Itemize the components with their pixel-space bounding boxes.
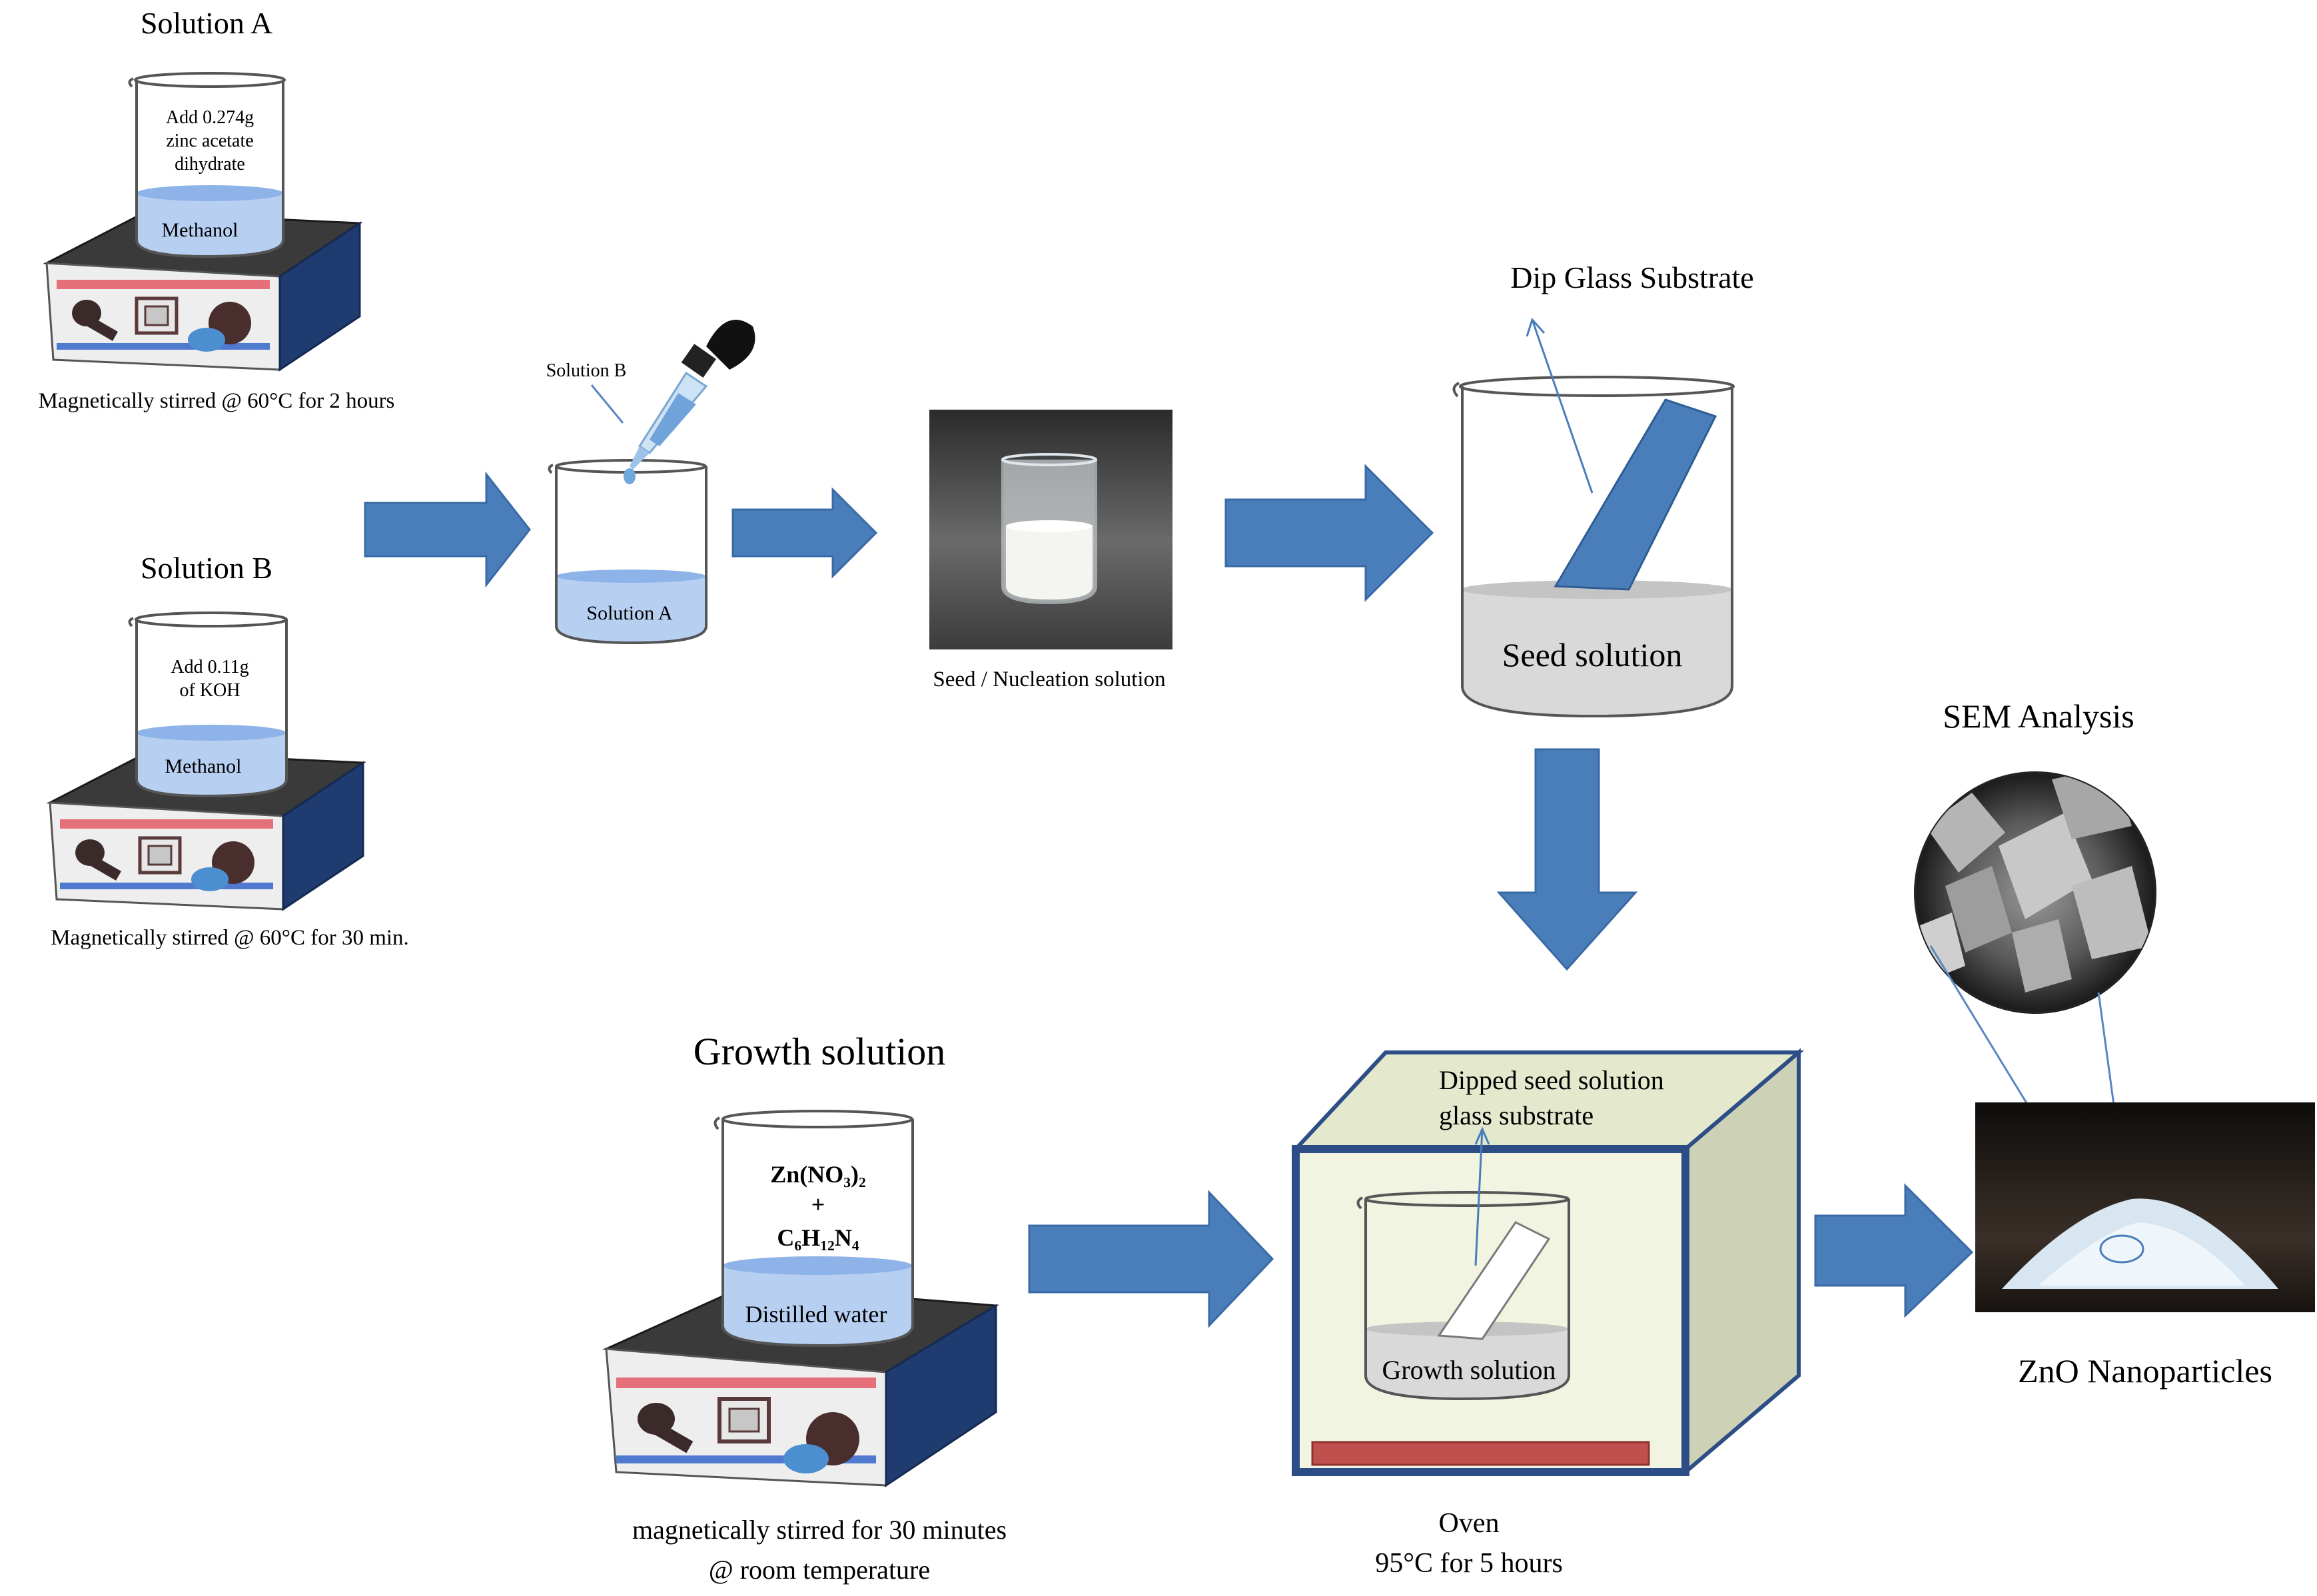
glass-substrate	[1554, 398, 1717, 591]
solution-a-title: Solution A	[141, 6, 272, 40]
sem-title: SEM Analysis	[1943, 697, 2134, 735]
arrow-to-oven	[1028, 1190, 1274, 1328]
dropper-callout-line	[590, 384, 624, 424]
growth-group: Growth solution Zn(NO₃)₂ + C₆H₁₂N₄ Disti…	[602, 1030, 1007, 1585]
product-caption: ZnO Nanoparticles	[2018, 1352, 2272, 1390]
growth-caption-2: @ room temperature	[709, 1555, 930, 1585]
oven-heater	[1311, 1441, 1650, 1466]
oven-caption-1: Oven	[1439, 1508, 1500, 1539]
mixing-liquid-label: Solution A	[586, 602, 673, 624]
oven-liquid-label: Growth solution	[1382, 1355, 1556, 1385]
growth-title: Growth solution	[694, 1030, 946, 1073]
mixing-group: Solution A Solution B	[546, 320, 755, 645]
growth-formula-2: C₆H₁₂N₄	[777, 1224, 859, 1251]
beaker-a	[128, 72, 286, 258]
beaker-b	[128, 611, 288, 798]
dip-liquid-label: Seed solution	[1502, 636, 1683, 673]
growth-caption-1: magnetically stirred for 30 minutes	[632, 1515, 1007, 1545]
stirrer-a	[43, 212, 363, 372]
dip-group: Dip Glass Substrate Seed solution	[1452, 260, 1754, 718]
sem-group: SEM Analysis ZnO Nanoparticles	[1914, 697, 2315, 1390]
solution-b-group: Solution B Add 0.11g of KOH Methanol Mag…	[46, 551, 409, 950]
solution-a-liquid-label: Methanol	[162, 219, 238, 241]
mixing-beaker	[548, 459, 707, 645]
oven-caption-2: 95°C for 5 hours	[1375, 1548, 1563, 1579]
solution-b-title: Solution B	[141, 551, 272, 585]
oven-callout-1: Dipped seed solution	[1439, 1065, 1664, 1095]
dropper-icon	[624, 320, 755, 484]
oven-body	[1292, 1145, 1689, 1476]
solution-b-beaker-line-1: Add 0.11g	[171, 657, 248, 677]
dip-title: Dip Glass Substrate	[1510, 260, 1753, 294]
oven-group: Dipped seed solution glass substrate Gro…	[1291, 1048, 1805, 1579]
growth-beaker	[713, 1110, 914, 1348]
oven-glass-substrate	[1437, 1221, 1551, 1340]
arrow-to-product	[1814, 1183, 1974, 1318]
seed-photo-caption: Seed / Nucleation solution	[933, 667, 1165, 691]
dip-callout-line	[1531, 319, 1594, 494]
solution-b-caption: Magnetically stirred @ 60°C for 30 min.	[51, 926, 409, 950]
solution-a-caption: Magnetically stirred @ 60°C for 2 hours	[39, 389, 395, 413]
dip-beaker	[1452, 376, 1735, 718]
solution-a-beaker-line-2: zinc acetate	[166, 131, 253, 151]
solution-b-beaker-line-2: of KOH	[180, 680, 240, 701]
arrow-to-seed-photo	[731, 487, 878, 579]
seed-photo-group: Seed / Nucleation solution	[929, 410, 1172, 691]
arrow-to-mixing	[364, 471, 531, 588]
arrow-down-to-oven	[1496, 748, 1638, 971]
growth-plus: +	[811, 1191, 825, 1218]
solution-b-liquid-label: Methanol	[165, 755, 242, 777]
oven-callout-line	[1474, 1128, 1484, 1266]
zoom-marker	[2099, 1234, 2144, 1264]
solution-a-group: Solution A Add 0.274g zinc acetate dihyd…	[39, 6, 395, 413]
oven-beaker	[1356, 1191, 1570, 1401]
solution-a-beaker-line-1: Add 0.274g	[166, 107, 254, 128]
growth-formula-1: Zn(NO₃)₂	[770, 1161, 866, 1188]
flow-arrows	[364, 464, 1974, 1328]
dropper-label: Solution B	[546, 360, 627, 381]
growth-liquid-label: Distilled water	[745, 1301, 887, 1328]
oven-callout-2: glass substrate	[1439, 1100, 1594, 1130]
solution-a-beaker-line-3: dihydrate	[175, 154, 245, 175]
arrow-to-dip	[1224, 464, 1434, 602]
